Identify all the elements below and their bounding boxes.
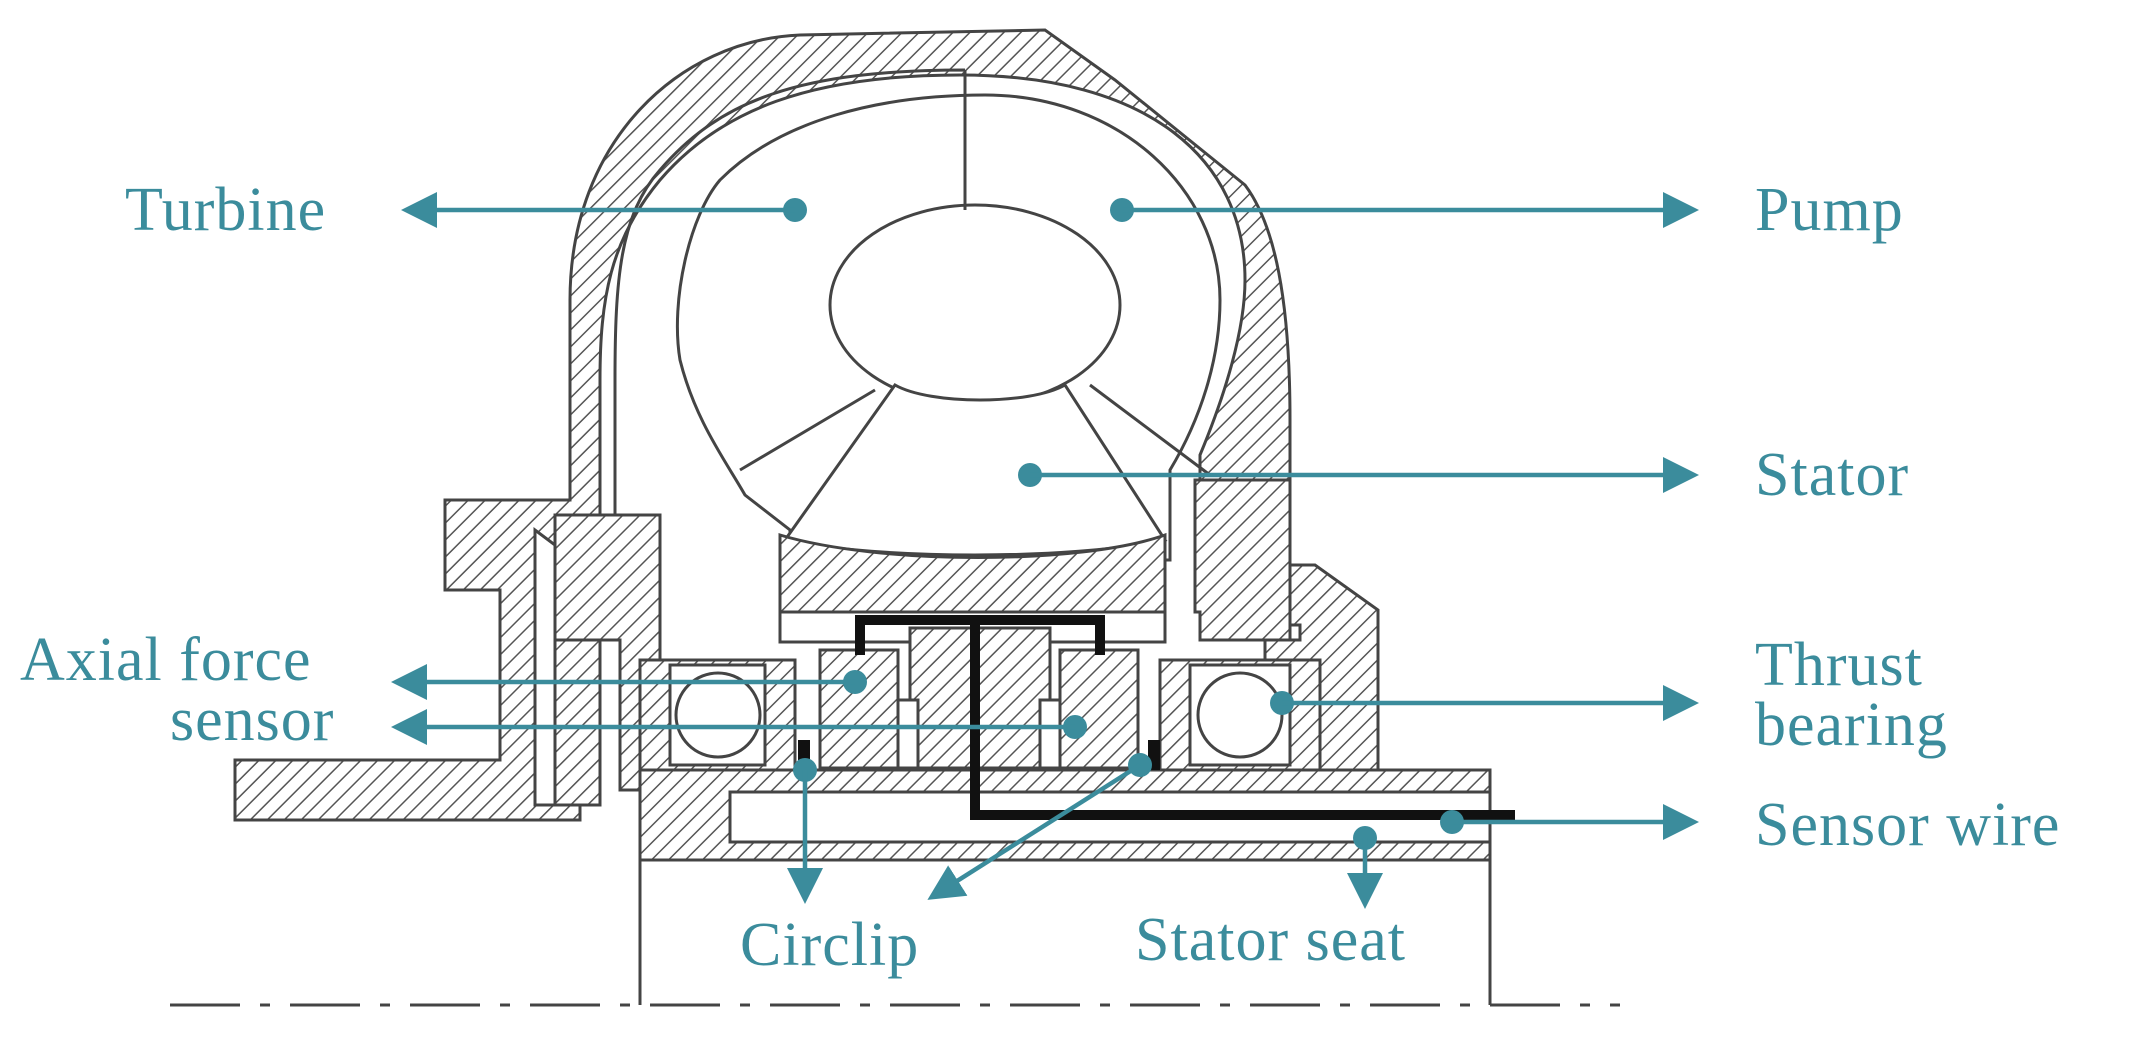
left-bearing — [638, 658, 797, 772]
stator-blade-line-left — [739, 388, 876, 472]
label-circlip: Circlip — [740, 911, 919, 979]
label-stator: Stator — [1755, 441, 1909, 509]
pump-annotation: Pump — [1110, 176, 1904, 244]
sensor-wire-annotation: Sensor wire — [1440, 791, 2060, 859]
turbine-hub-block — [553, 513, 662, 792]
label-thrust-line2: bearing — [1755, 691, 1948, 759]
core-ring — [828, 203, 1122, 407]
circlip-annotation: Circlip — [740, 753, 1152, 979]
stator-hub — [778, 532, 1167, 614]
stator-seat-annotation: Stator seat — [1135, 826, 1406, 974]
thrust-bearing-annotation: Thrust bearing — [1270, 631, 1948, 759]
turbine-annotation: Turbine — [125, 176, 807, 244]
axial-force-sensor-annotation: Axial force sensor — [20, 626, 1087, 754]
pump-hub-block — [1193, 478, 1292, 642]
label-axial-force-line1: Axial force — [20, 626, 312, 694]
label-turbine: Turbine — [125, 176, 326, 244]
annotations: Turbine Pump Stator Axial force sensor — [20, 176, 2060, 979]
right-bearing — [1158, 658, 1322, 772]
axial-force-sensor-left — [818, 648, 900, 770]
stator-blade-line-right — [1089, 383, 1211, 477]
shaft-outline — [638, 860, 1492, 1005]
mechanical-drawing — [170, 28, 1620, 1007]
label-thrust-line1: Thrust — [1755, 631, 1923, 699]
label-sensor-wire: Sensor wire — [1755, 791, 2060, 859]
stator-annotation: Stator — [1018, 441, 1909, 509]
sensor-wire — [855, 615, 1515, 820]
label-axial-force-line2: sensor — [170, 686, 334, 754]
label-pump: Pump — [1755, 176, 1904, 244]
outer-housing — [233, 28, 1380, 822]
label-stator-seat: Stator seat — [1135, 906, 1406, 974]
hub-slot-left — [896, 698, 920, 770]
axial-force-sensor-right — [1058, 648, 1140, 770]
hub-slot-right — [1038, 698, 1062, 770]
